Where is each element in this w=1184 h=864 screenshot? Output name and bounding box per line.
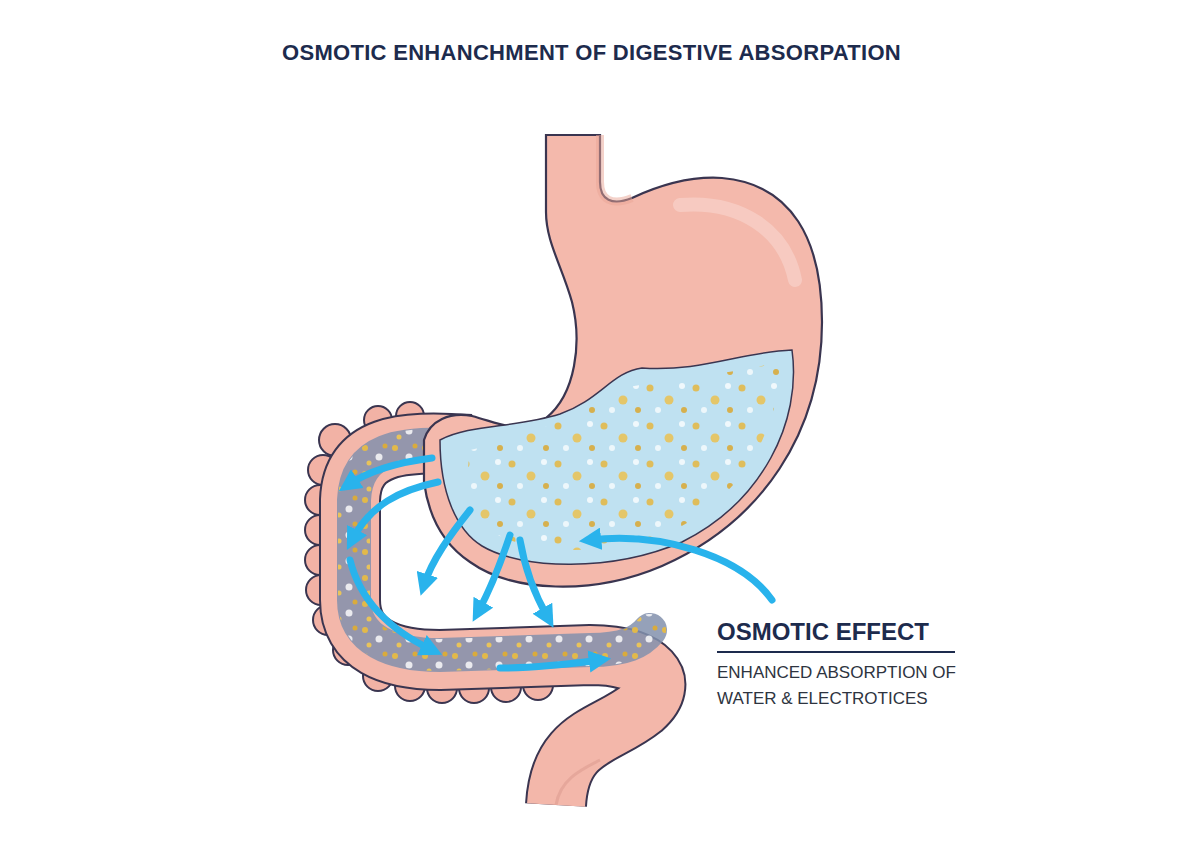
callout-heading: OSMOTIC EFFECT — [717, 618, 929, 647]
callout-underline — [717, 651, 955, 653]
title: OSMOTIC ENHANCHMENT OF DIGESTIVE ABSORPA… — [282, 40, 901, 66]
callout-text: ENHANCED ABSORPTION OF WATER & ELECTROTI… — [717, 660, 1017, 713]
